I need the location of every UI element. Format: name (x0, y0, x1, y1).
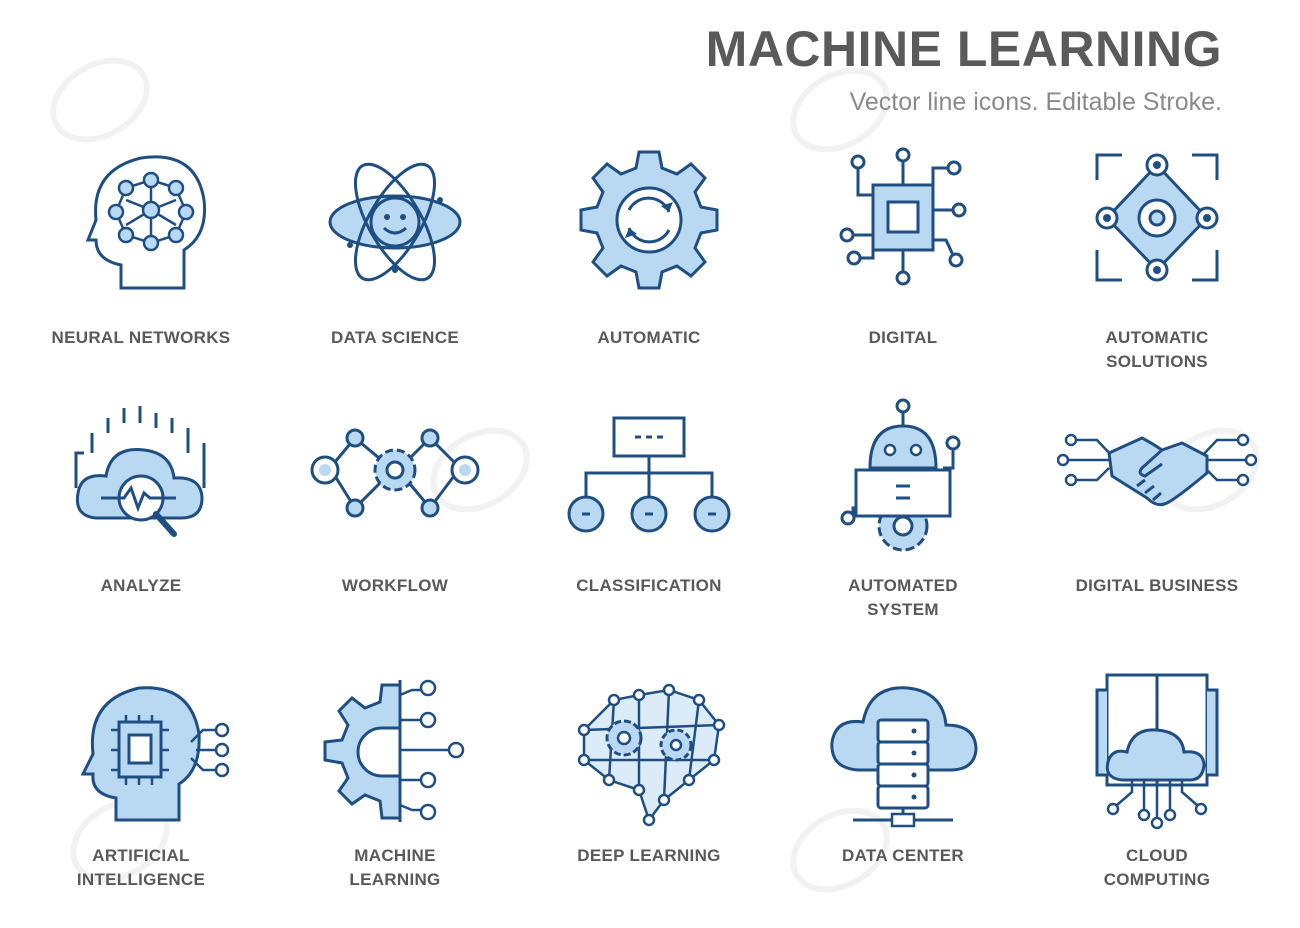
icon-tile: DATA CENTER (776, 670, 1030, 868)
icon-tile: DATA SCIENCE (268, 140, 522, 350)
icon-label: DIGITAL BUSINESS (1075, 576, 1239, 595)
digital-icon (839, 147, 967, 286)
icon-tile: ARTIFICIAL INTELLIGENCE (14, 670, 268, 892)
deep-learning-icon (577, 683, 726, 827)
icon-label: CLASSIFICATION (576, 576, 722, 595)
icon-label: NEURAL NETWORKS (51, 328, 231, 347)
icon-label: CLOUD COMPUTING (1103, 846, 1211, 889)
icon-tile: CLOUD COMPUTING (1030, 670, 1284, 892)
icon-label: WORKFLOW (341, 576, 449, 595)
classification-icon (567, 416, 731, 533)
icon-label: AUTOMATED SYSTEM (848, 576, 958, 619)
icon-label: ANALYZE (100, 576, 182, 595)
icon-tile: CLASSIFICATION (522, 398, 776, 598)
icon-label: AUTOMATIC SOLUTIONS (1105, 328, 1209, 371)
automatic-solutions-icon (1095, 153, 1219, 282)
data-center-icon (830, 686, 978, 828)
icon-tile: ANALYZE (14, 398, 268, 598)
icon-tile: WORKFLOW (268, 398, 522, 598)
icon-tile: MACHINE LEARNING (268, 670, 522, 892)
automatic-icon (579, 150, 719, 290)
icon-tile: DIGITAL BUSINESS (1030, 398, 1284, 598)
icon-label: MACHINE LEARNING (349, 846, 441, 889)
automated-system-icon (840, 398, 961, 552)
workflow-icon (310, 428, 480, 518)
icon-tile: DEEP LEARNING (522, 670, 776, 868)
machine-learning-icon (323, 679, 465, 822)
digital-business-icon (1057, 433, 1257, 507)
data-science-icon (328, 162, 462, 282)
icon-label: DIGITAL (868, 328, 938, 347)
icon-label: AUTOMATIC (597, 328, 701, 347)
icon-label: DATA SCIENCE (331, 328, 459, 347)
artificial-intelligence-icon (80, 686, 230, 822)
page-title: MACHINE LEARNING (705, 21, 1222, 77)
icon-label: DEEP LEARNING (577, 846, 721, 865)
cloud-computing-icon (1095, 673, 1219, 830)
icon-tile: AUTOMATIC (522, 140, 776, 350)
icon-tile: AUTOMATIC SOLUTIONS (1030, 140, 1284, 374)
analyze-icon (74, 406, 206, 537)
page-subtitle: Vector line icons. Editable Stroke. (849, 88, 1222, 116)
icon-label: ARTIFICIAL INTELLIGENCE (76, 846, 206, 889)
icon-tile: DIGITAL (776, 140, 1030, 350)
icon-tile: NEURAL NETWORKS (14, 140, 268, 350)
neural-networks-icon (85, 155, 207, 290)
icon-tile: AUTOMATED SYSTEM (776, 398, 1030, 622)
icon-label: DATA CENTER (842, 846, 964, 865)
